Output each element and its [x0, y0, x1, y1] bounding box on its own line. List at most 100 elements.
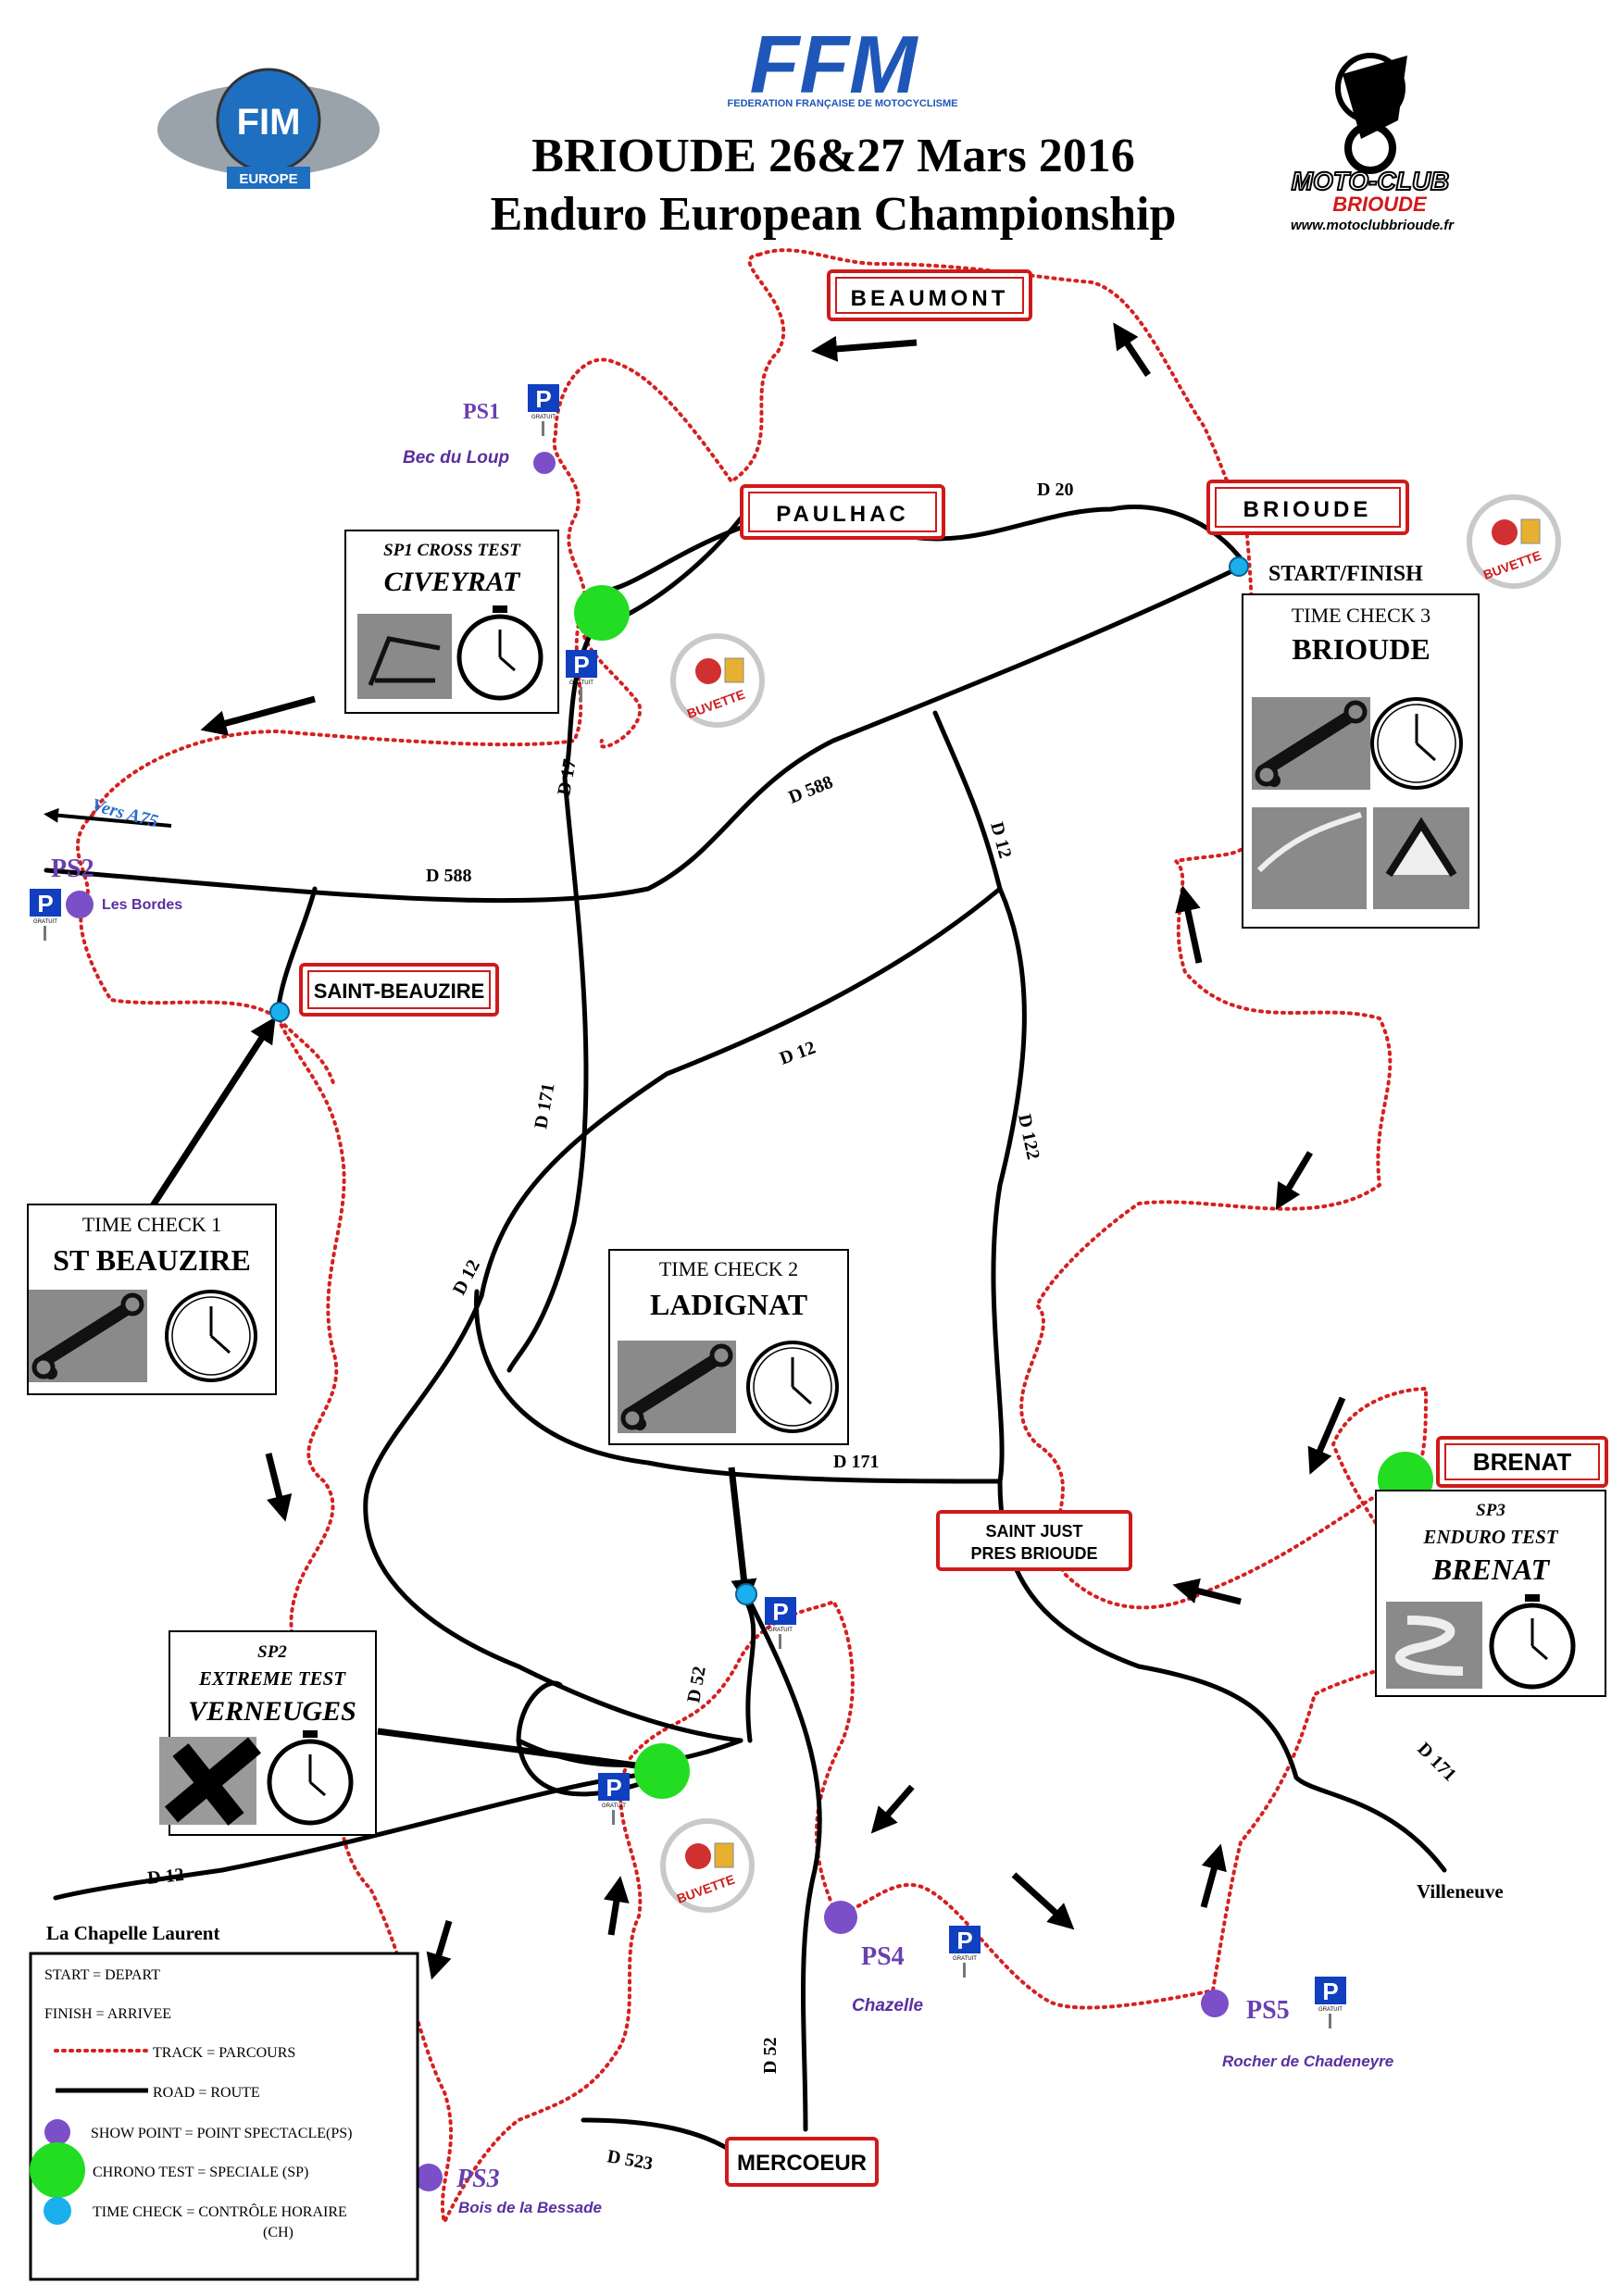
svg-text:Bec du Loup: Bec du Loup [403, 448, 509, 468]
svg-text:PRES BRIOUDE: PRES BRIOUDE [970, 1544, 1097, 1563]
svg-text:BRENAT: BRENAT [1473, 1448, 1572, 1476]
show-point-labels: PS1 PS2 PS3 PS4 PS5 [51, 400, 1290, 2193]
sign-beaumont: BEAUMONT [827, 269, 1032, 321]
track-lines [75, 248, 1447, 2227]
time-check-start [1229, 556, 1249, 577]
svg-text:GRATUIT: GRATUIT [768, 1628, 793, 1633]
sign-brioude: BRIOUDE [1206, 480, 1409, 535]
sign-saint-beauzire: SAINT-BEAUZIRE [299, 963, 499, 1017]
road-label-d523: D 523 [606, 2146, 655, 2174]
svg-text:P: P [573, 651, 589, 679]
title-line-1: BRIOUDE 26&27 Mars 2016 [531, 130, 1134, 182]
parking-icon: P GRATUIT [1315, 1977, 1346, 2028]
road-label-d20: D 20 [1037, 480, 1073, 500]
svg-text:SP3: SP3 [1476, 1501, 1505, 1520]
la-chapelle-label: La Chapelle Laurent [46, 1922, 219, 1944]
start-finish-label: START/FINISH [1268, 562, 1423, 586]
buvette-badges: BUVETTE BUVETTE BUVETTE [660, 494, 1561, 1913]
svg-text:GRATUIT: GRATUIT [602, 1803, 626, 1809]
svg-text:BRIOUDE: BRIOUDE [1243, 497, 1372, 522]
legend-start: START = DEPART [44, 1967, 160, 1983]
svg-text:LADIGNAT: LADIGNAT [650, 1288, 807, 1321]
parking-icon: P GRATUIT [949, 1926, 981, 1978]
svg-text:GRATUIT: GRATUIT [569, 680, 593, 686]
svg-text:TIME CHECK 2: TIME CHECK 2 [659, 1257, 798, 1280]
svg-text:SAINT-BEAUZIRE: SAINT-BEAUZIRE [314, 980, 485, 1003]
parking-icon: P GRATUIT [30, 889, 61, 941]
sign-brenat: BRENAT [1436, 1436, 1608, 1488]
time-check-points [269, 556, 1249, 1605]
svg-text:PAULHAC: PAULHAC [776, 502, 909, 527]
box-time-check-2: TIME CHECK 2 LADIGNAT [608, 1249, 849, 1445]
legend-track: TRACK = PARCOURS [153, 2045, 295, 2061]
svg-text:CIVEYRAT: CIVEYRAT [384, 567, 521, 597]
road-label-d17: D 17 [554, 757, 581, 797]
fim-logo: FIM EUROPE [157, 68, 380, 189]
svg-text:P: P [37, 890, 53, 917]
svg-text:VERNEUGES: VERNEUGES [188, 1696, 356, 1727]
svg-text:ST BEAUZIRE: ST BEAUZIRE [53, 1243, 251, 1277]
parking-icon: P GRATUIT [765, 1597, 796, 1649]
svg-text:PS2: PS2 [51, 855, 94, 883]
time-check-2-point [735, 1583, 757, 1605]
show-points [66, 452, 1229, 2191]
road-label-d171-c: D 171 [1413, 1739, 1460, 1786]
buvette-icon: BUVETTE [660, 1818, 755, 1913]
svg-text:Rocher de Chadeneyre: Rocher de Chadeneyre [1222, 2053, 1393, 2070]
ps5-dot [1201, 1990, 1229, 2017]
svg-text:PS5: PS5 [1246, 1996, 1290, 2025]
motoclub-logo: MOTO-CLUB BRIOUDE www.motoclubbrioude.fr [1291, 53, 1455, 233]
legend-road: ROAD = ROUTE [153, 2085, 260, 2101]
sign-mercoeur: MERCOEUR [725, 2137, 879, 2187]
parking-icon: P GRATUIT [598, 1773, 630, 1825]
road-label-d588-b: D 588 [786, 772, 836, 808]
road-label-d171-b: D 171 [833, 1452, 879, 1472]
svg-text:GRATUIT: GRATUIT [531, 415, 556, 420]
buvette-icon: BUVETTE [1467, 494, 1561, 589]
buvette-icon: BUVETTE [670, 633, 765, 728]
vers-a75-label: Vers A75 [90, 795, 160, 832]
legend-finish: FINISH = ARRIVEE [44, 2006, 171, 2022]
box-sp2: SP2 EXTREME TEST VERNEUGES [159, 1630, 377, 1836]
svg-text:P: P [772, 1598, 788, 1626]
svg-text:PS3: PS3 [456, 2165, 500, 2193]
motoclub-logo-sub: BRIOUDE [1332, 193, 1428, 216]
parking-icons: P GRATUIT P GRATUIT P GRATUIT P GRATUIT … [30, 384, 1346, 2028]
sign-saint-just: SAINT JUST PRES BRIOUDE [936, 1510, 1132, 1571]
svg-text:Bois de la Bessade: Bois de la Bessade [458, 2199, 602, 2216]
svg-text:MERCOEUR: MERCOEUR [737, 2151, 867, 2176]
svg-text:Les Bordes: Les Bordes [102, 897, 182, 913]
svg-text:BEAUMONT: BEAUMONT [851, 286, 1009, 311]
parking-icon: P GRATUIT [528, 384, 559, 436]
svg-text:TIME CHECK 1: TIME CHECK 1 [82, 1213, 221, 1236]
road-label-d122: D 122 [1014, 1112, 1043, 1161]
parking-icon: P GRATUIT [566, 650, 597, 702]
svg-text:SP2: SP2 [257, 1642, 287, 1662]
svg-text:P: P [956, 1927, 972, 1954]
svg-text:BRIOUDE: BRIOUDE [1292, 632, 1430, 666]
svg-text:SAINT JUST: SAINT JUST [985, 1522, 1082, 1541]
time-check-1-point [269, 1002, 290, 1022]
svg-text:PS1: PS1 [463, 400, 500, 424]
svg-text:SP1 CROSS TEST: SP1 CROSS TEST [383, 541, 521, 560]
svg-text:P: P [535, 385, 551, 413]
svg-text:GRATUIT: GRATUIT [33, 919, 57, 925]
box-sp1: SP1 CROSS TEST CIVEYRAT [344, 530, 559, 714]
svg-text:PS4: PS4 [861, 1942, 905, 1971]
svg-text:TIME CHECK 3: TIME CHECK 3 [1292, 604, 1430, 627]
road-label-d12-b: D 12 [777, 1038, 818, 1069]
ps4-dot [824, 1901, 857, 1934]
ffm-logo-sub: FEDERATION FRANÇAISE DE MOTOCYCLISME [728, 98, 958, 109]
villeneuve-label: Villeneuve [1417, 1880, 1504, 1903]
chrono-sp2 [634, 1743, 690, 1799]
legend: START = DEPART FINISH = ARRIVEE TRACK = … [29, 1952, 419, 2281]
ffm-logo-text: FFM [750, 19, 919, 110]
ps1-dot [533, 452, 556, 474]
fim-logo-text: FIM [237, 102, 301, 143]
box-time-check-1: TIME CHECK 1 ST BEAUZIRE [28, 1204, 277, 1395]
svg-text:GRATUIT: GRATUIT [1318, 2007, 1343, 2013]
ffm-logo: FFM FEDERATION FRANÇAISE DE MOTOCYCLISME [728, 19, 958, 110]
title-line-2: Enduro European Championship [491, 188, 1177, 241]
svg-text:EXTREME TEST: EXTREME TEST [198, 1667, 346, 1690]
